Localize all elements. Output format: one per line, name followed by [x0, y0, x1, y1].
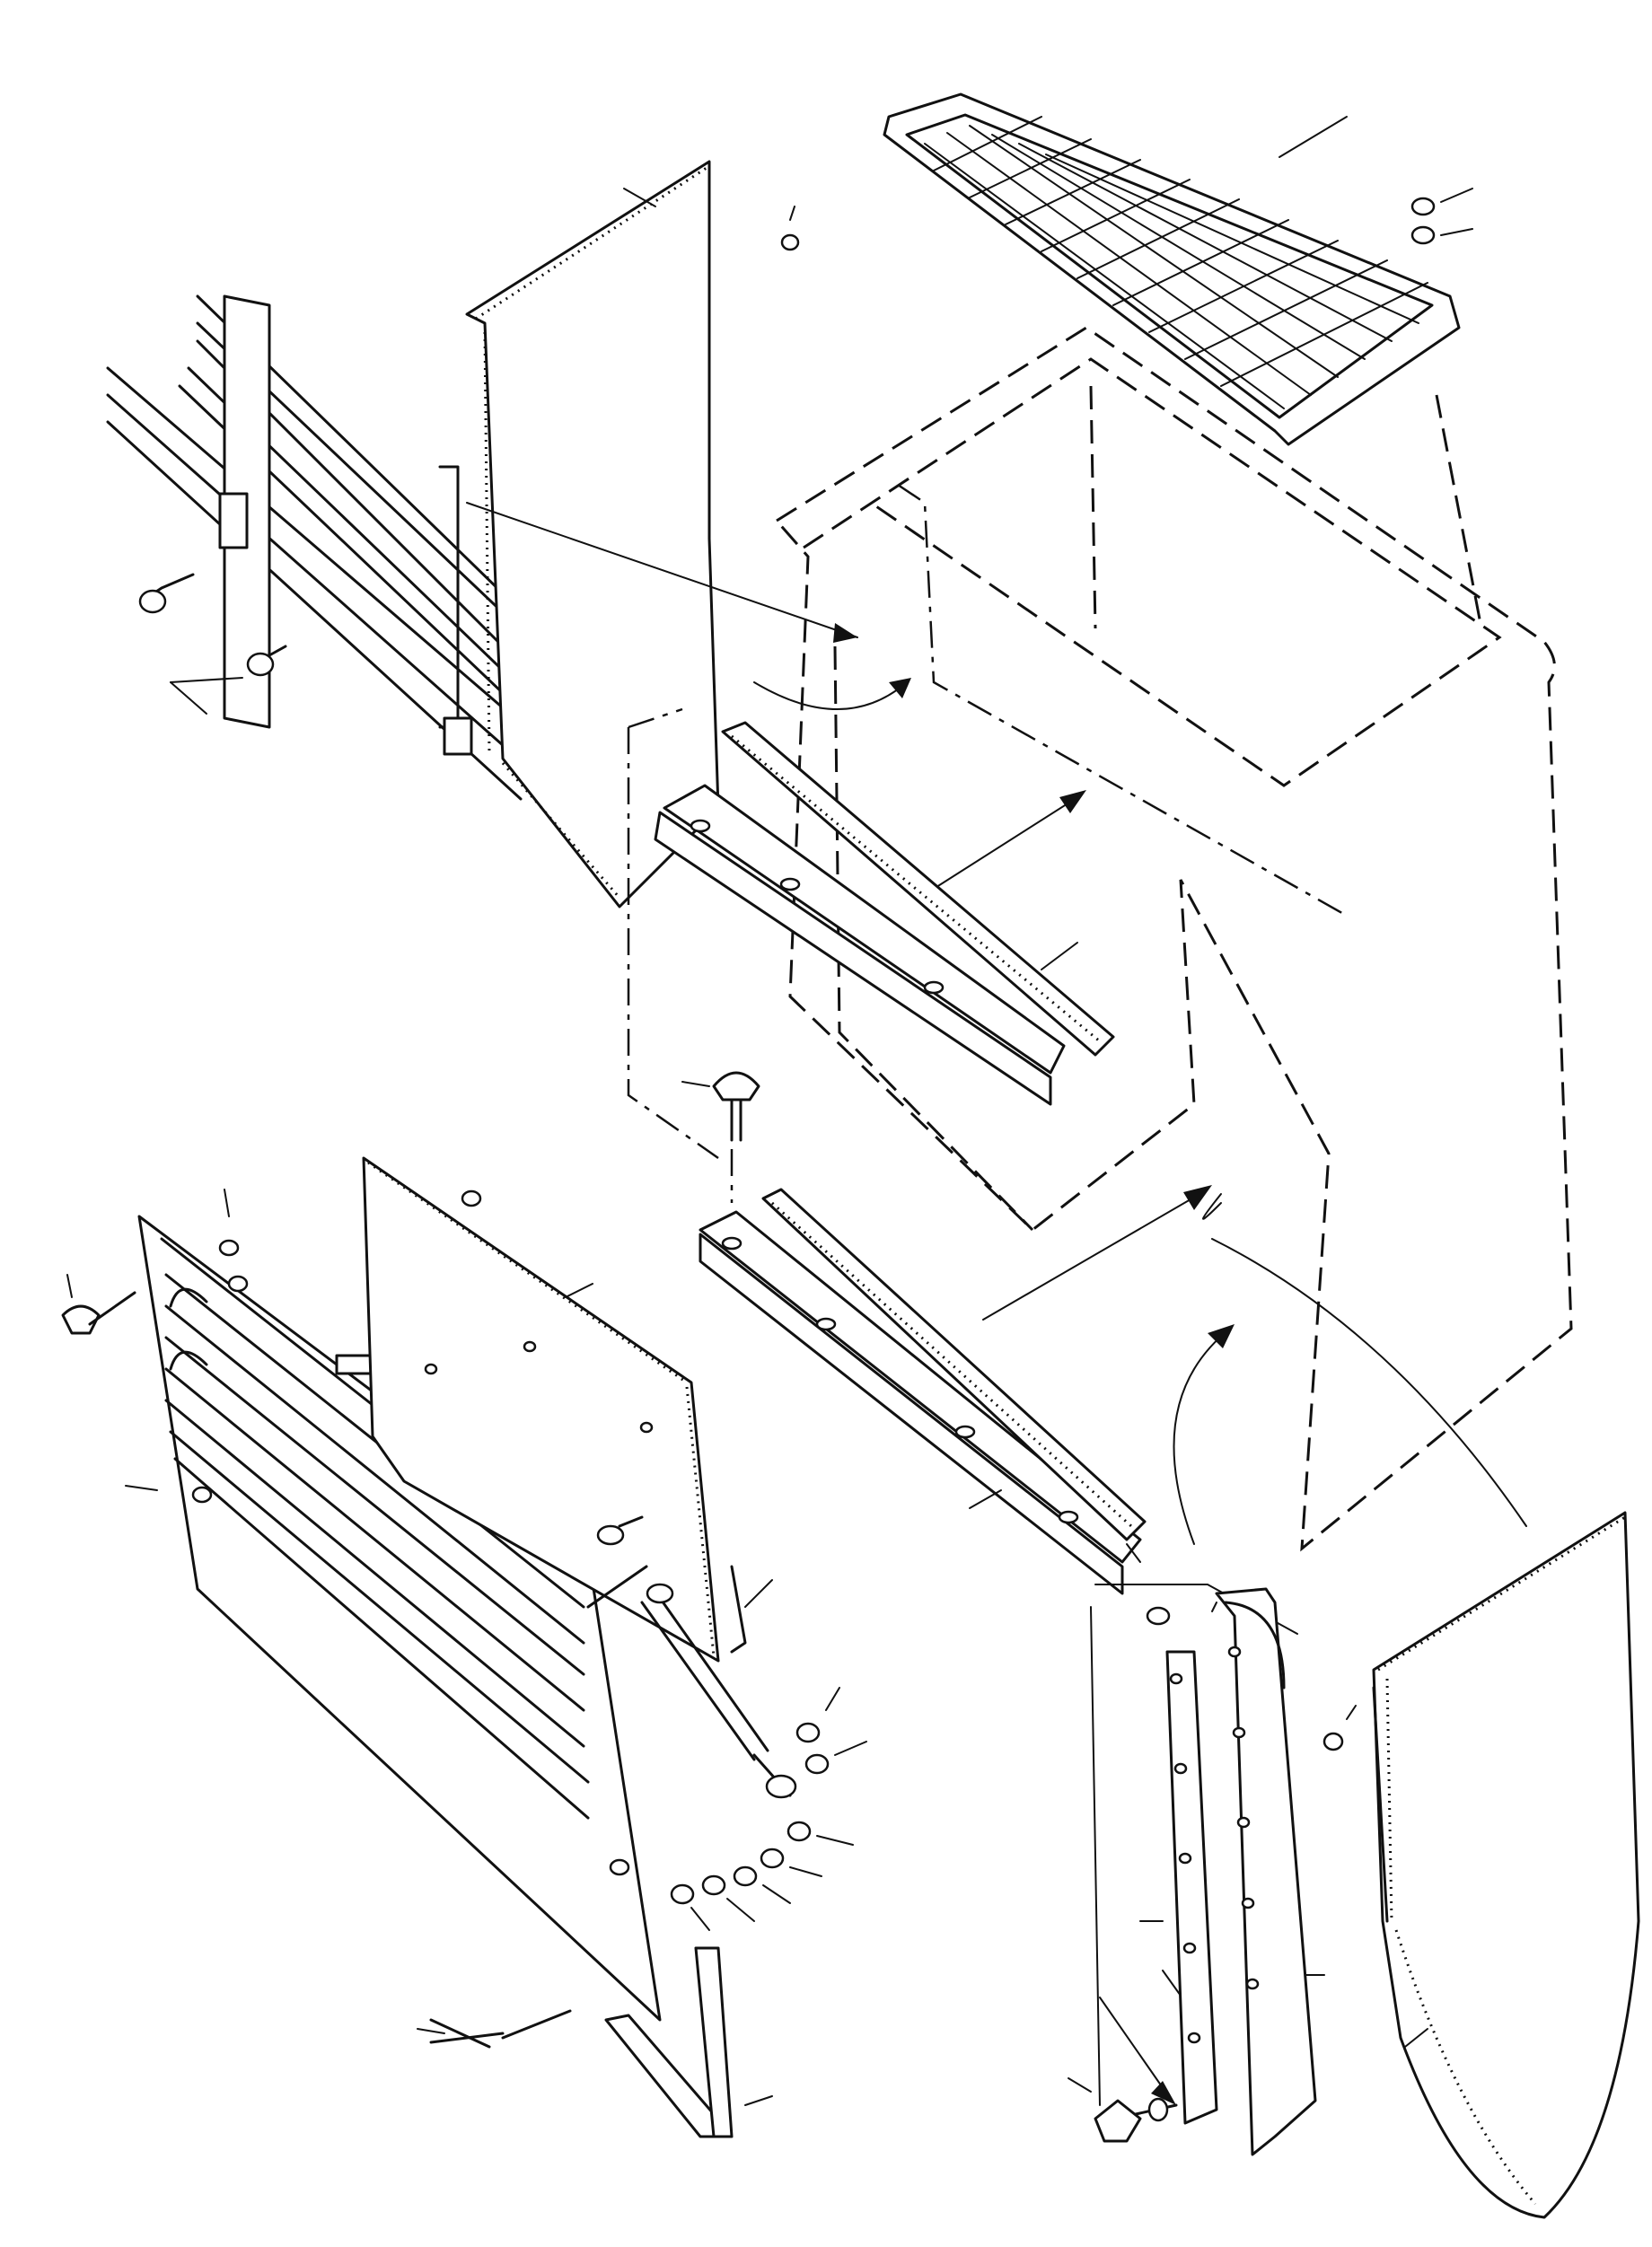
- housing-outline-phantom: [774, 326, 1573, 1552]
- wing-bolt: [417, 2009, 572, 2049]
- assembly-arrows: [466, 502, 1527, 2003]
- strut-washers: [670, 1687, 867, 1931]
- right-seal-panel: [1322, 1511, 1640, 2219]
- bottom-right-bolt: [1068, 1997, 1178, 2143]
- top-nut-washer: [1410, 188, 1473, 245]
- lower-seal-panel: [362, 1156, 720, 1663]
- front-louver-door: [125, 1215, 662, 2022]
- center-bolt: [681, 1071, 760, 1203]
- side-louver-grille: [106, 294, 558, 801]
- grille-mesh-lines: [924, 116, 1428, 409]
- lower-bracket-rail: [699, 1188, 1147, 1595]
- top-grille-screen: [883, 92, 1461, 446]
- hinge-strip-assembly: [1090, 1584, 1325, 2156]
- upper-left-bolts: [138, 206, 800, 715]
- phantom-frame-center: [627, 707, 719, 1160]
- upper-bracket-rail: [654, 721, 1115, 1106]
- l-seal-strip: [604, 1946, 773, 2138]
- door-hardware: [61, 1189, 482, 1335]
- gas-strut: [586, 1515, 797, 1799]
- upper-seal-panel: [465, 160, 720, 908]
